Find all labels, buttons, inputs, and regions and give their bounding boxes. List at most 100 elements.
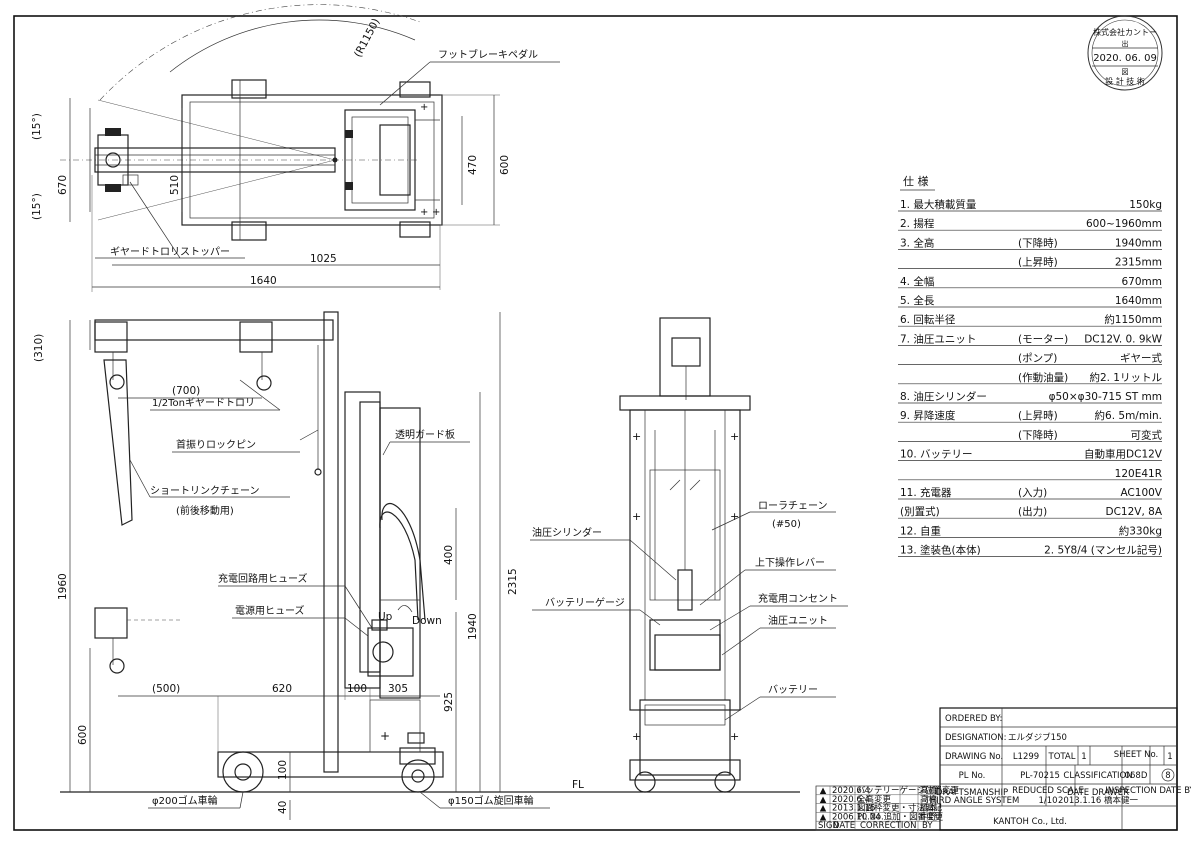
lever-label: 上下操作レバー <box>755 556 825 569</box>
revision-by: 高橋 <box>920 785 938 796</box>
lock-pin-label: 首振りロックピン <box>176 438 256 451</box>
revision-date: 2020.6.4 <box>832 795 870 805</box>
dim-600-side: 600 <box>77 725 89 745</box>
revision-header-by: BY <box>922 821 933 831</box>
spec-title: 仕 様 <box>903 174 929 188</box>
gauge-label: バッテリーゲージ <box>545 597 625 609</box>
dim-925: 925 <box>443 692 455 712</box>
front-view: + + + + + + ローラチェーン (#50) 油圧シリンダー 上下操作レバ… <box>530 317 848 793</box>
dim-1640: 1640 <box>250 275 277 287</box>
revision-header-date: DATE <box>833 821 855 831</box>
spec-row: (別置式)(出力)DC12V, 8A <box>898 505 1163 519</box>
ordered-by-label: ORDERED BY: <box>945 714 1002 724</box>
side-view: + FL 1/2Tonギヤードトロリ 首振りロックピン 透明ガード板 ショートリ… <box>33 311 800 820</box>
revision-by: 橋本 <box>920 803 938 814</box>
dim-1025: 1025 <box>310 253 337 265</box>
spec-row: 9. 昇降速度(上昇時)約6. 5m/min. <box>898 409 1162 423</box>
dim-620: 620 <box>272 683 292 695</box>
svg-text:+: + <box>730 510 739 523</box>
charge-fuse-label: 充電回路用ヒューズ <box>218 572 308 585</box>
title-block: ORDERED BY: DESIGNATION: エルダジブ150 DRAWIN… <box>924 707 1191 831</box>
spec-label: 11. 充電器 <box>900 486 952 499</box>
spec-value: 約1150mm <box>1104 313 1162 326</box>
dim-15deg-bottom: (15°) <box>31 193 43 220</box>
spec-sub: (ポンプ) <box>1018 353 1057 365</box>
dim-40: 40 <box>277 801 289 814</box>
chain-sub-label: (前後移動用) <box>176 504 234 517</box>
revision-correction: 全高変更 <box>857 794 892 805</box>
spec-label: 5. 全長 <box>900 294 935 307</box>
sheet-label: SHEET No. <box>1114 750 1159 760</box>
drawing-no-value: L1299 <box>1013 752 1039 762</box>
svg-text:+: + <box>432 207 440 218</box>
revision-triangle-icon: ▲ <box>820 804 827 814</box>
draftsmanship-label: DRAFTSMANSHIP <box>936 788 1008 798</box>
dim-400: 400 <box>443 545 455 565</box>
spec-sub: (上昇時) <box>1018 410 1058 422</box>
spec-label: (別置式) <box>900 505 940 518</box>
spec-sub: (出力) <box>1018 505 1047 518</box>
spec-label: 8. 油圧シリンダー <box>900 390 987 403</box>
spec-label: 10. バッテリー <box>900 449 973 461</box>
revision-row: ▲2020.6.4全高変更高橋 <box>816 794 940 805</box>
cylinder-label: 油圧シリンダー <box>532 526 602 539</box>
total-value: 1 <box>1081 752 1086 762</box>
revision-triangle-icon: ▲ <box>820 795 827 805</box>
spec-row: (作動油量)約2. 1リットル <box>898 371 1162 385</box>
revision-correction: バッテリーゲージ位置変更 <box>857 785 959 796</box>
dim-310: (310) <box>33 334 45 362</box>
outlet-label: 充電用コンセント <box>758 592 838 605</box>
spec-sub: (上昇時) <box>1018 257 1058 269</box>
trolley-label: 1/2Tonギヤードトロリ <box>152 397 255 409</box>
stamp-org: 株式会社カントー <box>1093 27 1157 37</box>
class-value: 068D <box>1125 771 1148 781</box>
stamp-footer: 設 計 技 術 <box>1105 76 1145 86</box>
spec-label: 7. 油圧ユニット <box>900 332 976 345</box>
sheet-border <box>13 15 1178 831</box>
revision-date: 2006.10.24 <box>832 812 881 822</box>
dim-470: 470 <box>467 155 479 175</box>
company-name: KANTOH Co., Ltd. <box>993 817 1067 827</box>
fl-label: FL <box>572 779 584 791</box>
revision-header-sign: SIGN <box>818 821 839 831</box>
spec-row: 3. 全高(下降時)1940mm <box>898 236 1162 250</box>
chain-label: ショートリンクチェーン <box>150 485 260 497</box>
spec-sub: (作動油量) <box>1018 371 1068 384</box>
guard-label: 透明ガード板 <box>395 428 455 441</box>
spec-row: 120E41R <box>898 468 1162 481</box>
spec-row: (上昇時) 2315mm <box>898 257 1162 269</box>
spec-label: 12. 自重 <box>900 524 941 537</box>
revision-table: ▲2020.6.4バッテリーゲージ位置変更高橋▲2020.6.4全高変更高橋▲2… <box>815 785 959 831</box>
dim-700: (700) <box>172 385 200 397</box>
total-label: TOTAL <box>1048 752 1076 762</box>
spec-value: DC12V. 0. 9kW <box>1084 333 1162 345</box>
spec-sub: (モーター) <box>1018 333 1068 345</box>
pl-label: PL No. <box>959 771 986 781</box>
revision-by: 中野 <box>920 811 938 822</box>
spec-value: 可変式 <box>1131 428 1163 441</box>
up-label: Up <box>378 611 393 623</box>
spec-value: φ50×φ30-715 ST mm <box>1049 391 1162 403</box>
trolley-stopper-label: ギヤードトロリストッパー <box>110 246 230 258</box>
spec-label: 13. 塗装色(本体) <box>900 544 981 557</box>
spec-value: 2315mm <box>1115 257 1162 269</box>
pl-value: PL-70215 <box>1020 771 1060 781</box>
spec-value: 150kg <box>1129 199 1162 211</box>
wheel200-label: φ200ゴム車輪 <box>152 794 218 807</box>
roller-chain-sub-label: (#50) <box>772 519 801 530</box>
revision-triangle-icon: ▲ <box>820 786 827 796</box>
spec-value: 670mm <box>1122 276 1163 288</box>
drawer-value: 2013.1.16 橋本健一 <box>1058 795 1138 806</box>
dim-1960: 1960 <box>57 573 69 600</box>
spec-label: 6. 回転半径 <box>900 313 956 326</box>
svg-text:+: + <box>420 207 428 218</box>
wheel150-label: φ150ゴム旋回車輪 <box>448 794 534 807</box>
revision-date: 2020.6.4 <box>832 786 870 796</box>
spec-sub: (下降時) <box>1018 428 1058 441</box>
spec-row: 7. 油圧ユニット (モーター) DC12V. 0. 9kW <box>898 332 1163 346</box>
down-label: Down <box>412 615 442 627</box>
